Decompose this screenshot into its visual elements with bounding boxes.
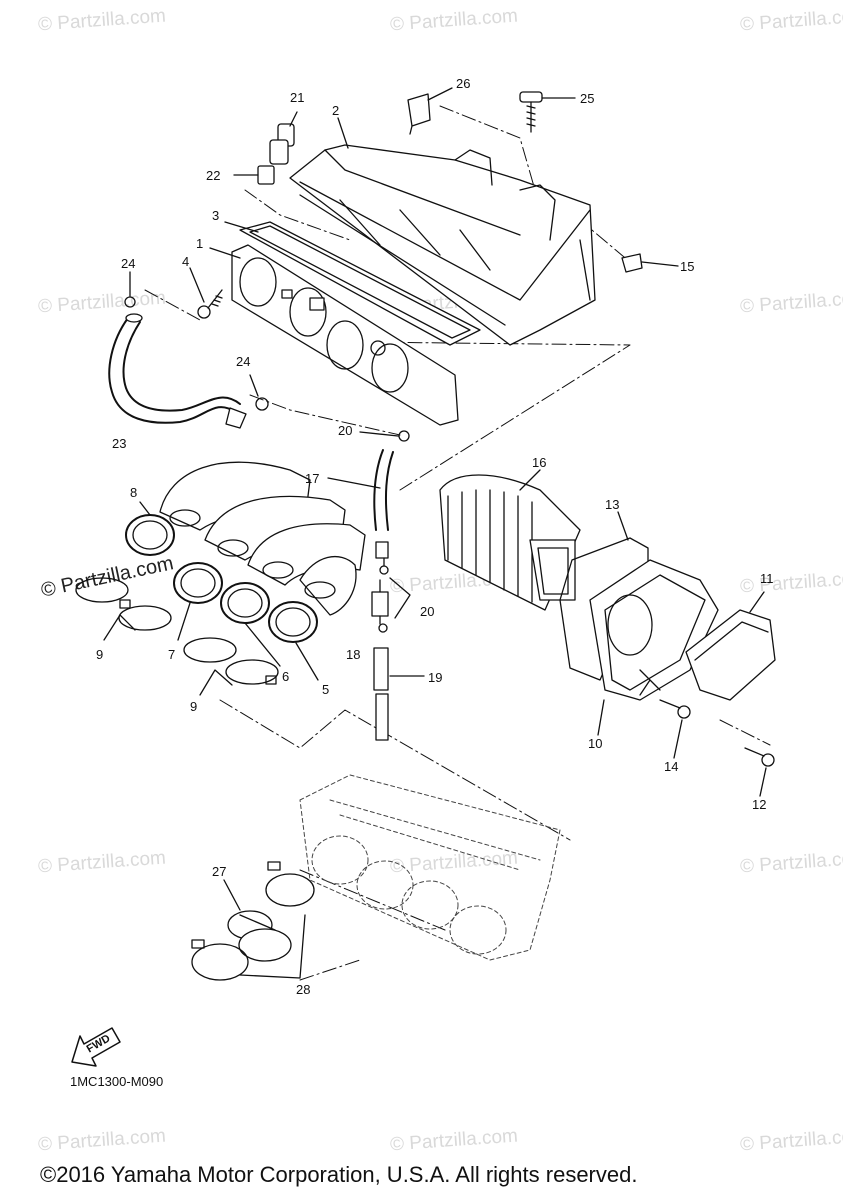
- callout-3: 3: [212, 208, 220, 223]
- copyright-notice: ©2016 Yamaha Motor Corporation, U.S.A. A…: [40, 1162, 638, 1187]
- clip-20-leader: [389, 577, 411, 619]
- callout-13: 13: [605, 497, 620, 512]
- callout-22: 22: [206, 168, 221, 183]
- callout-20-lower: 20: [420, 604, 435, 619]
- screw-4: [189, 267, 223, 319]
- joint-27: [223, 879, 292, 962]
- callout-24-lower: 24: [236, 354, 251, 369]
- callout-8: 8: [130, 485, 138, 500]
- fwd-arrow-icon: [71, 1027, 121, 1067]
- air-box-housing: [289, 144, 596, 346]
- callout-23: 23: [112, 436, 127, 451]
- callout-5: 5: [322, 682, 330, 697]
- callout-9-upper: 9: [96, 647, 104, 662]
- callout-16: 16: [532, 455, 547, 470]
- callout-15: 15: [680, 259, 695, 274]
- gasket: [239, 221, 481, 346]
- callout-26: 26: [456, 76, 471, 91]
- leader-lines: [139, 117, 349, 681]
- assembly-lines: [144, 105, 771, 981]
- callout-4: 4: [182, 254, 190, 269]
- callout-19: 19: [428, 670, 443, 685]
- screw-12: [744, 747, 775, 797]
- callout-9-lower: 9: [190, 699, 198, 714]
- air-box-cover: [231, 244, 459, 426]
- callout-12: 12: [752, 797, 767, 812]
- clip-21: [269, 111, 298, 165]
- callout-18: 18: [346, 647, 361, 662]
- callout-20-upper: 20: [338, 423, 353, 438]
- screw-14: [659, 699, 691, 759]
- callout-2: 2: [332, 103, 340, 118]
- callout-14: 14: [664, 759, 679, 774]
- clip-24: [124, 271, 269, 411]
- clip-20: [359, 430, 410, 442]
- callout-10: 10: [588, 736, 603, 751]
- callout-28: 28: [296, 982, 311, 997]
- hose-19: [373, 647, 425, 741]
- breather-hose-23: [108, 313, 247, 429]
- clip-22: [233, 165, 275, 185]
- filter-case-10: [589, 559, 719, 736]
- cover-11: [685, 591, 776, 701]
- bolt-25: [519, 91, 576, 133]
- clamps-9: [75, 577, 279, 696]
- callout-21: 21: [290, 90, 305, 105]
- callout-27: 27: [212, 864, 227, 879]
- callout-11: 11: [760, 571, 774, 586]
- callout-7: 7: [168, 647, 176, 662]
- throttle-body-assembly: [299, 774, 561, 961]
- callout-25: 25: [580, 91, 595, 106]
- callout-17: 17: [305, 471, 320, 486]
- hose-17: [327, 449, 394, 531]
- grommet-15: [621, 253, 679, 273]
- callout-24-upper: 24: [121, 256, 136, 271]
- diagram-code: 1MC1300-M090: [70, 1074, 164, 1089]
- clamps-28: [191, 861, 315, 981]
- callout-1: 1: [196, 236, 204, 251]
- intake-ducts: [125, 461, 366, 643]
- air-filter-element-16: [439, 469, 581, 611]
- callout-6: 6: [282, 669, 290, 684]
- clip-26: [407, 87, 453, 135]
- check-valve-18: [371, 541, 389, 633]
